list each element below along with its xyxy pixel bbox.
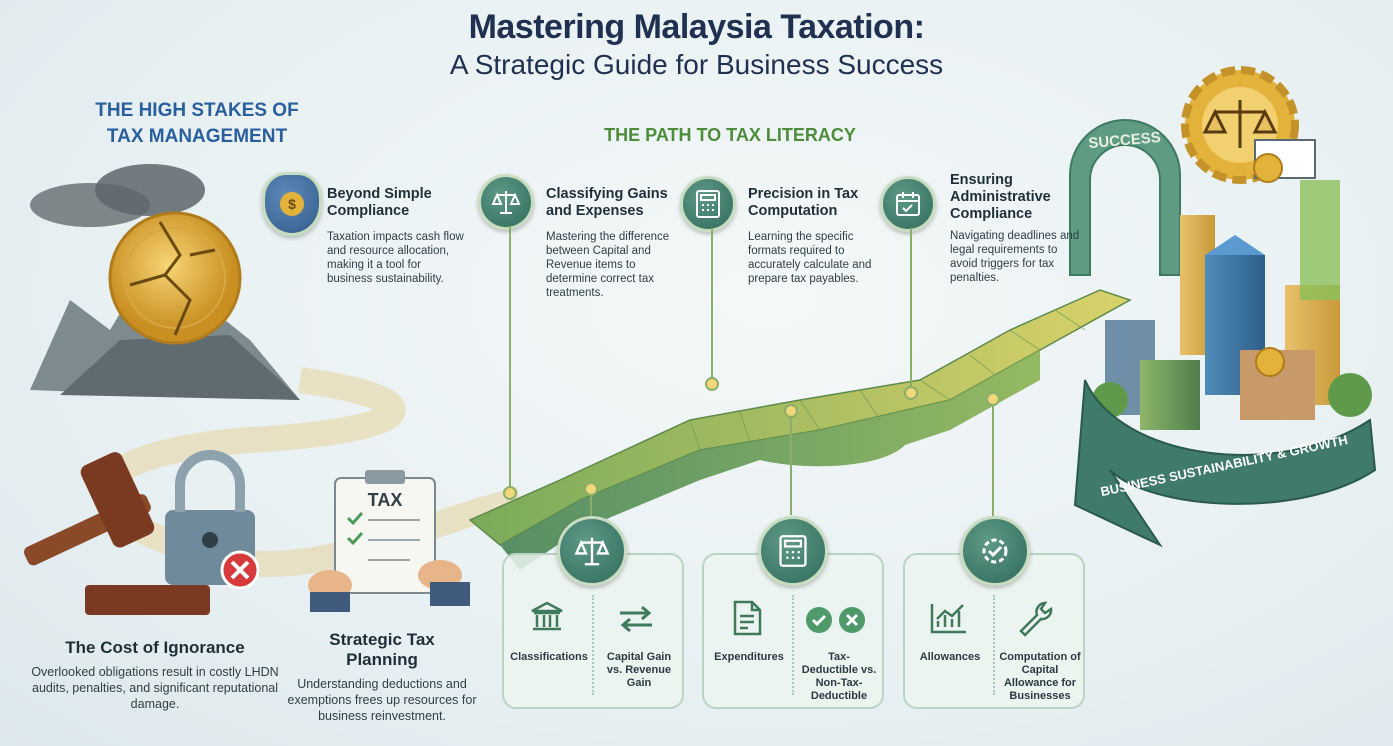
section-path: THE PATH TO TAX LITERACY [604,125,856,145]
card-right-label: Computation of Capital Allowance for Bus… [999,651,1081,702]
stage-desc: Mastering the difference between Capital… [546,231,670,299]
strategic-tax-planning: Strategic Tax Planning Understanding ded… [282,630,482,724]
growth-banner [1073,379,1377,548]
bottom-title: The Cost of Ignorance [65,638,245,657]
connector-line [711,228,713,380]
stage-desc: Taxation impacts cash flow and resource … [327,231,464,285]
stage-desc: Navigating deadlines and legal requireme… [950,230,1080,284]
card-left-label: Expenditures [714,651,784,663]
connector-dot [904,386,918,400]
stage-scales-icon [478,174,534,230]
card-connector [790,410,792,515]
stage-desc: Learning the specific formats required t… [748,231,872,285]
shield-dollar-icon: $ [262,172,322,236]
check-x-icon [806,607,865,633]
stair-steps [689,309,1086,451]
document-icon [733,600,762,636]
title-main: Mastering Malaysia Taxation: [468,8,925,46]
card-calculator-icon [758,516,828,586]
swap-arrows-icon [620,605,652,633]
card-right-label: Tax-Deductible vs. Non-Tax-Deductible [801,651,877,702]
stage-3: Precision in Tax Computation Learning th… [748,186,873,286]
card-connector [590,488,592,522]
stage-title: Beyond Simple Compliance [327,186,432,219]
title-sub: A Strategic Guide for Business Success [449,49,944,80]
stage-calendar-icon [880,176,936,232]
coin-icon [1253,153,1283,183]
card-connector-dot [584,482,598,496]
bridge-side [500,350,1040,570]
page-title: Mastering Malaysia Taxation: A Strategic… [0,8,1393,81]
card-left-label: Classifications [510,651,588,663]
growth-chart-icon [930,604,966,634]
card-connector-dot [986,392,1000,406]
card-gear-check-icon [960,516,1030,586]
svg-text:$: $ [288,196,296,212]
stage-title: Classifying Gains and Expenses [546,186,668,219]
stage-calculator-icon [680,176,736,232]
arch-label: SUCCESS [1088,129,1162,152]
bank-icon [531,601,563,631]
card-right-label: Capital Gain vs. Revenue Gain [606,651,672,689]
connector-line [509,226,511,488]
clipboard-label: TAX [368,490,403,510]
success-arch [1069,119,1181,276]
bottom-desc: Understanding deductions and exemptions … [287,677,477,723]
card-connector-dot [784,404,798,418]
bottom-title: Strategic Tax Planning [329,630,435,669]
card-left-label: Allowances [919,651,981,663]
stage-title: Precision in Tax Computation [748,186,859,219]
stage-title: Ensuring Administrative Compliance [950,172,1051,222]
gavel-base [85,585,210,615]
card-connector [992,398,994,520]
connector-line [910,228,912,388]
card-scales-icon [557,516,627,586]
cracked-coin [108,211,242,345]
connector-dot [503,486,517,500]
stage-1: Beyond Simple Compliance Taxation impact… [327,186,467,286]
stage-2: Classifying Gains and Expenses Mastering… [546,186,676,300]
cost-of-ignorance: The Cost of Ignorance Overlooked obligat… [30,638,280,712]
bottom-desc: Overlooked obligations result in costly … [31,665,279,711]
connector-dot [705,377,719,391]
wrench-icon [1019,601,1053,637]
section-high-stakes: THE HIGH STAKES OF TAX MANAGEMENT [95,100,299,147]
stage-4: Ensuring Administrative Compliance Navig… [950,172,1080,285]
